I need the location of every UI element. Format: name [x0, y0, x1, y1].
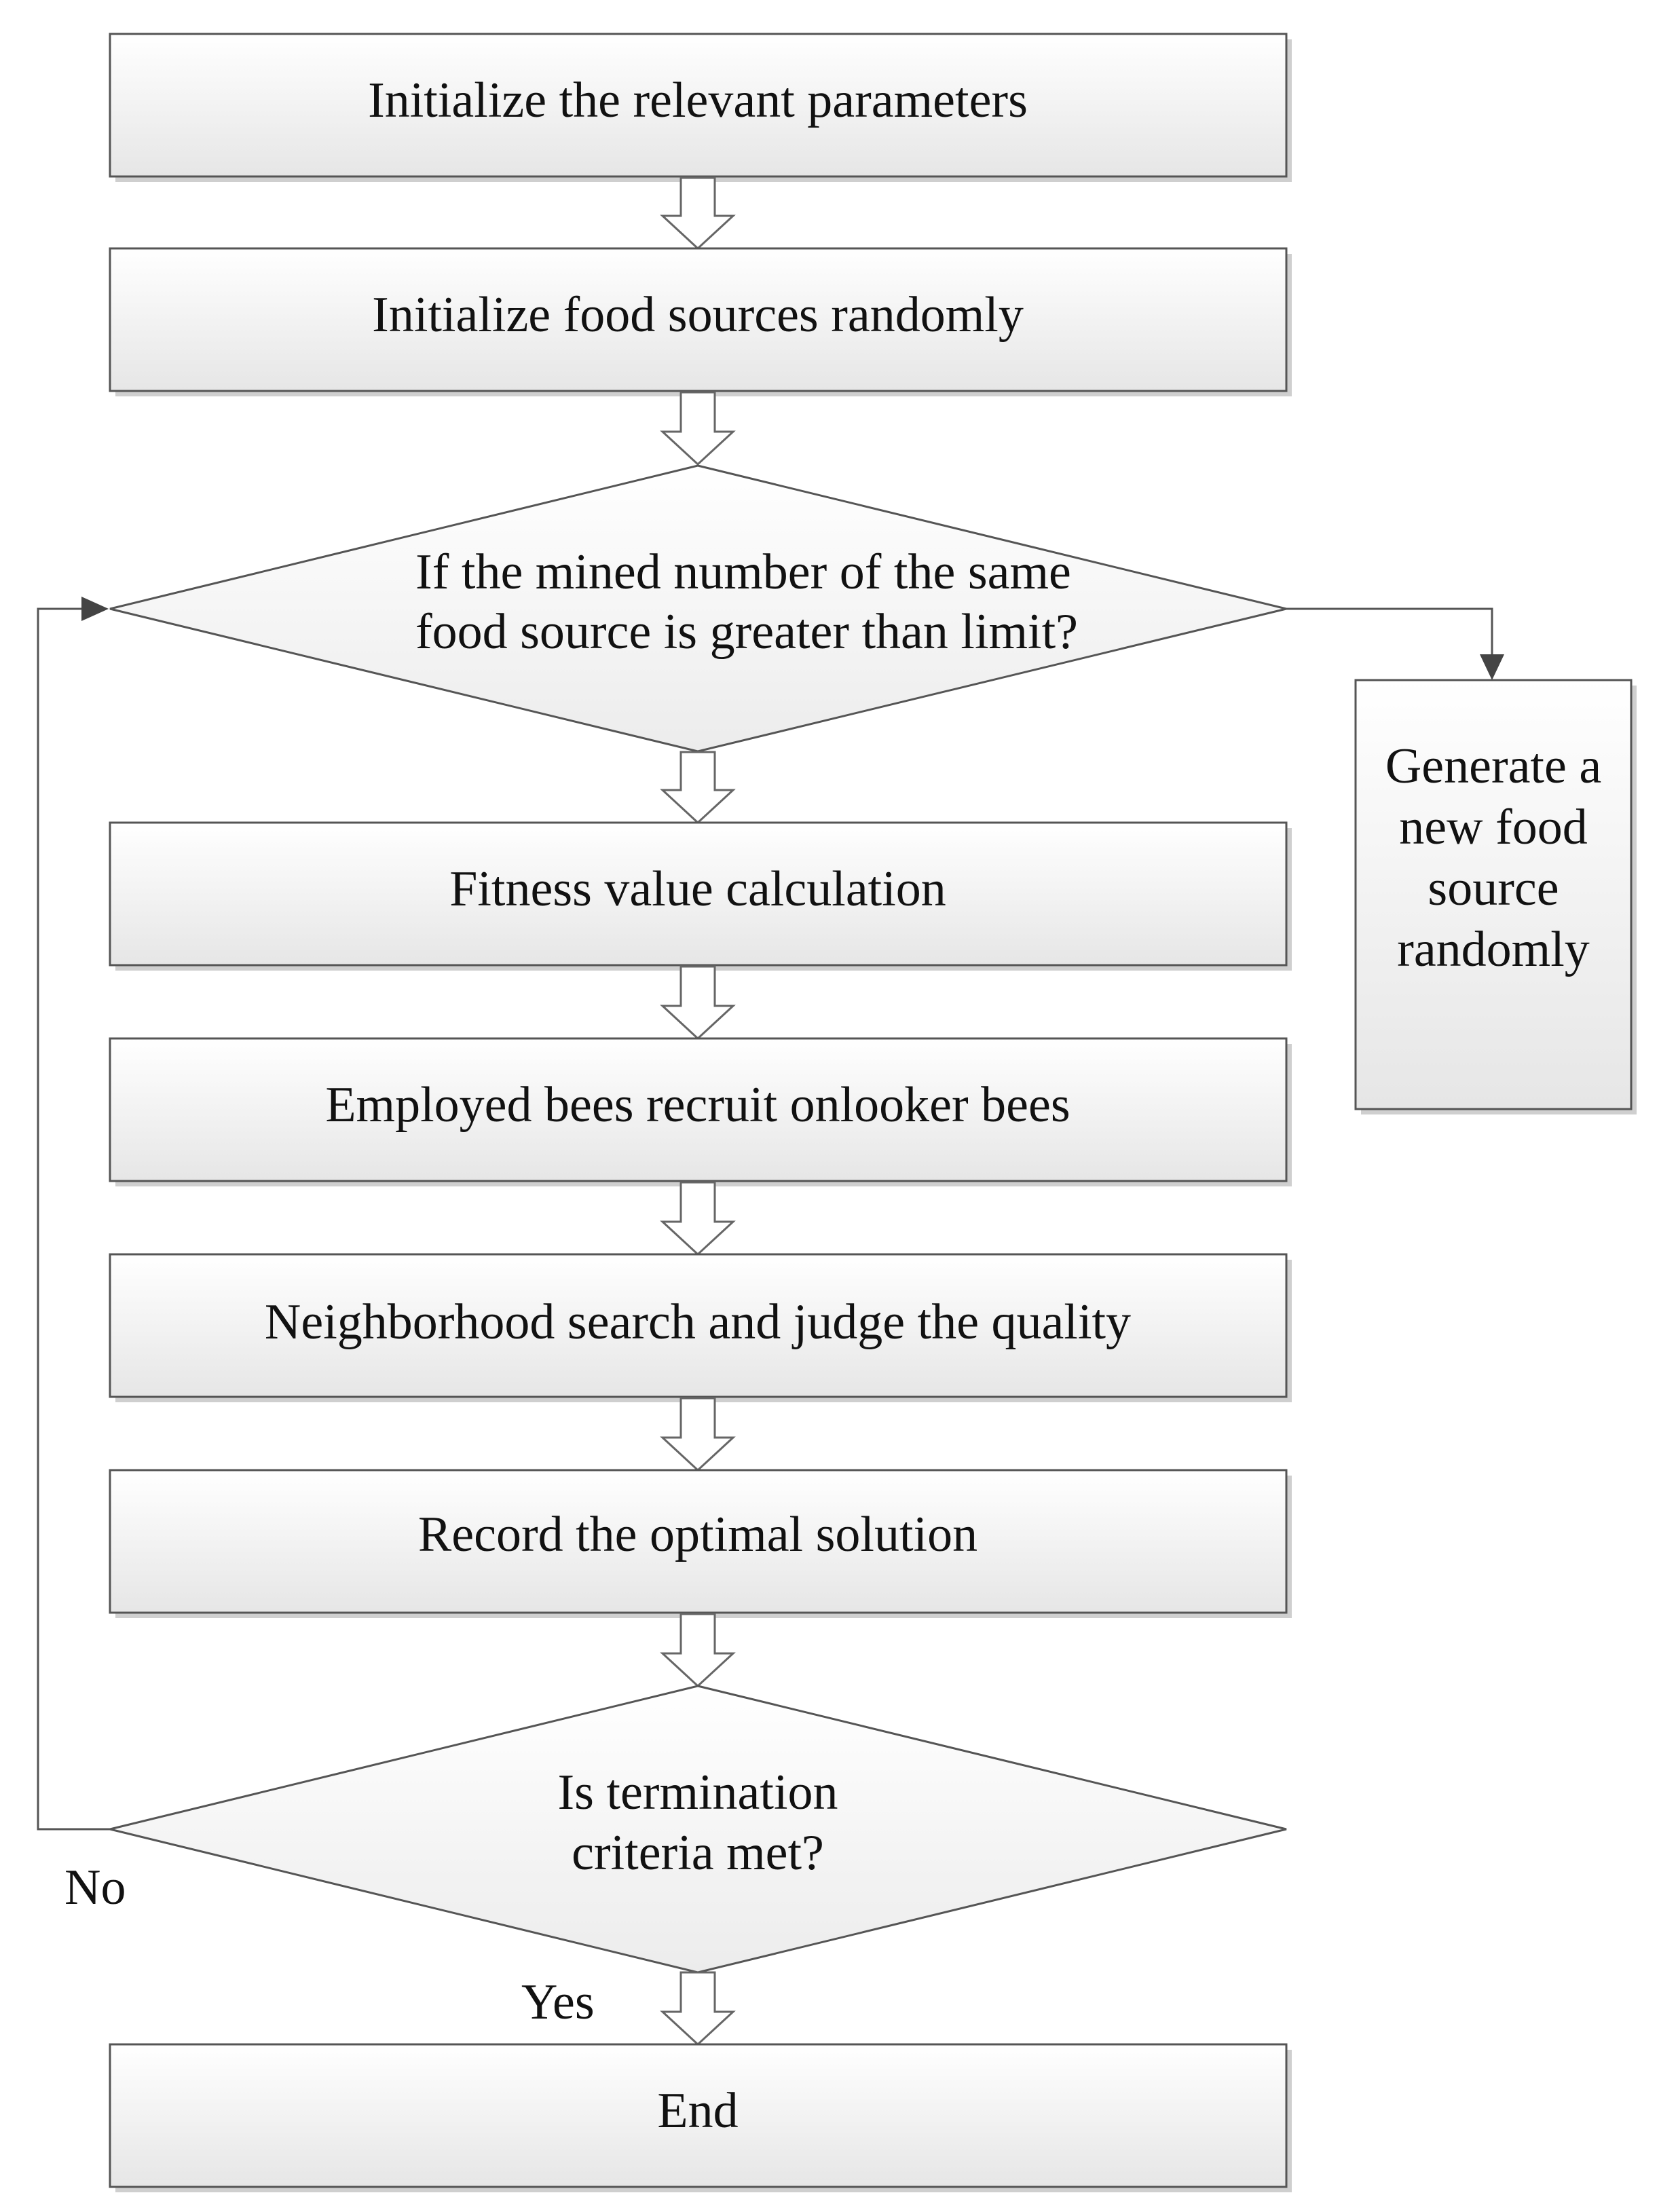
decision-termination-line-2: criteria met?: [572, 1825, 824, 1881]
decision-limit-check-line-2: food source is greater than limit?: [415, 604, 1078, 660]
flow-arrow-4: [660, 965, 736, 1041]
node-neighborhood-search: Neighborhood search and judge the qualit…: [109, 1253, 1292, 1402]
node-record-optimal-text: Record the optimal solution: [418, 1507, 977, 1562]
node-initialize-food-sources-text: Initialize food sources randomly: [372, 287, 1024, 343]
connector-no-loop: [37, 607, 110, 1831]
flow-arrow-6: [660, 1397, 736, 1472]
node-initialize-parameters: Initialize the relevant parameters: [109, 33, 1292, 182]
decision-termination: Is termination criteria met?: [109, 1685, 1287, 1974]
decision-limit-check: If the mined number of the same food sou…: [109, 464, 1287, 753]
arrowhead-loop: [81, 597, 109, 621]
node-record-optimal: Record the optimal solution: [109, 1469, 1292, 1618]
label-no: No: [64, 1860, 126, 1915]
node-neighborhood-search-text: Neighborhood search and judge the qualit…: [265, 1294, 1131, 1350]
flow-arrow-8: [660, 1971, 736, 2046]
node-employed-bees: Employed bees recruit onlooker bees: [109, 1037, 1292, 1186]
decision-limit-check-line-1: If the mined number of the same: [415, 544, 1071, 600]
flow-arrow-7: [660, 1613, 736, 1688]
node-fitness-calculation: Fitness value calculation: [109, 821, 1292, 971]
node-generate-food-source: Generate a new food source randomly: [1354, 679, 1637, 1114]
node-fitness-calculation-text: Fitness value calculation: [449, 861, 946, 917]
flow-arrow-1: [660, 176, 736, 250]
node-generate-line-1: Generate a: [1385, 738, 1601, 794]
node-generate-line-3: source: [1428, 861, 1559, 916]
node-end-text: End: [657, 2083, 738, 2139]
flow-arrow-5: [660, 1181, 736, 1256]
node-employed-bees-text: Employed bees recruit onlooker bees: [325, 1077, 1070, 1133]
node-initialize-parameters-text: Initialize the relevant parameters: [368, 73, 1028, 128]
decision-termination-line-1: Is termination: [557, 1765, 838, 1820]
label-yes: Yes: [521, 1974, 595, 2030]
node-initialize-food-sources: Initialize food sources randomly: [109, 247, 1292, 396]
flow-arrow-3: [660, 751, 736, 825]
node-end: End: [109, 2043, 1292, 2192]
arrowhead-to-generate: [1480, 654, 1504, 680]
connector-to-generate: [1286, 607, 1493, 657]
flow-arrow-2: [660, 391, 736, 466]
node-generate-line-2: new food: [1399, 800, 1587, 855]
node-generate-line-4: randomly: [1397, 922, 1590, 977]
